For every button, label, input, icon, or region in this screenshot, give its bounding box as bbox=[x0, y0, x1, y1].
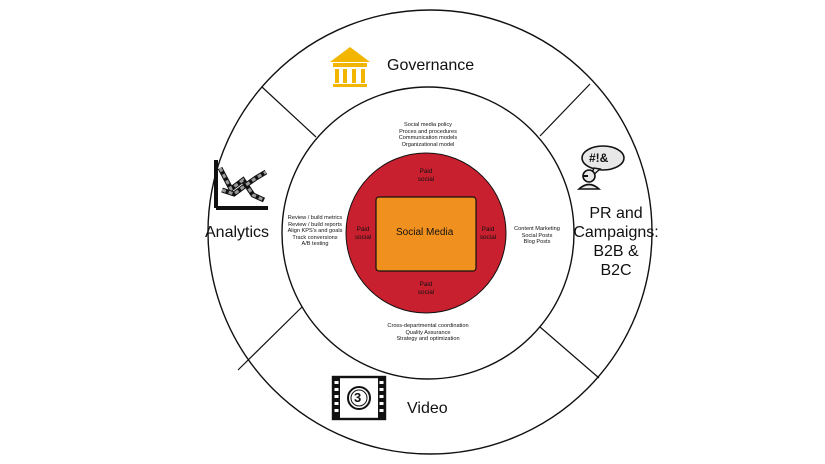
inner-note-top: Social media policy Proces and procedure… bbox=[376, 122, 480, 148]
paid-line: social bbox=[354, 233, 372, 241]
note-line: Review / build metrics bbox=[287, 215, 343, 221]
segment-pr-line: PR and bbox=[589, 205, 643, 222]
note-line: Strategy and optimization bbox=[396, 336, 460, 343]
speech-bubble-person-icon bbox=[576, 145, 625, 190]
note-line: Organizational model bbox=[401, 141, 455, 148]
separator-top-left bbox=[261, 86, 317, 138]
paid-social-right: Paid social bbox=[476, 226, 500, 241]
segment-pr-line: B2C bbox=[600, 262, 632, 279]
inner-note-bottom: Cross-departmental coordination Quality … bbox=[368, 323, 488, 343]
video-countdown-number: 3 bbox=[354, 390, 362, 405]
note-line: Proces and procedures bbox=[399, 128, 457, 135]
segment-governance-label: Governance bbox=[387, 57, 475, 74]
separator-bottom-right bbox=[539, 326, 600, 379]
note-line: Communication models bbox=[398, 135, 458, 142]
segment-pr-line: B2B & bbox=[593, 243, 639, 260]
center-label: Social Media bbox=[396, 227, 454, 238]
note-line: Track conversions bbox=[292, 234, 338, 241]
paid-line: Paid bbox=[419, 281, 433, 288]
line-chart-icon bbox=[214, 160, 268, 210]
paid-line: Paid bbox=[356, 226, 370, 233]
paid-social-bottom: Paid social bbox=[410, 281, 442, 296]
inner-note-right: Content Marketing Social Posts Blog Post… bbox=[507, 226, 567, 246]
segment-pr-label: PR and Campaigns: B2B & B2C bbox=[571, 204, 661, 280]
paid-line: Paid bbox=[419, 168, 433, 175]
note-line: Align KPS's and goals bbox=[287, 228, 343, 235]
note-line: Cross-departmental coordination bbox=[387, 323, 469, 329]
note-line: Review / build reports bbox=[288, 221, 342, 228]
note-line: Social media policy bbox=[404, 122, 452, 128]
building-columns-icon bbox=[330, 47, 370, 87]
paid-line: social bbox=[417, 288, 435, 296]
inner-note-left: Review / build metrics Review / build re… bbox=[282, 215, 348, 248]
segment-analytics-label: Analytics bbox=[205, 224, 270, 241]
note-line: Content Marketing bbox=[514, 226, 560, 232]
note-line: A/B testing bbox=[301, 241, 329, 248]
paid-social-left: Paid social bbox=[351, 226, 375, 241]
paid-social-top: Paid social bbox=[410, 168, 442, 183]
note-line: Blog Posts bbox=[523, 239, 551, 246]
separator-bottom-left bbox=[237, 304, 305, 371]
social-media-box bbox=[375, 196, 477, 272]
film-countdown-icon bbox=[331, 375, 387, 421]
separator-top-right bbox=[539, 83, 591, 137]
note-line: Social Posts bbox=[521, 232, 553, 239]
note-line: Quality Assurance bbox=[405, 329, 451, 336]
paid-line: social bbox=[417, 175, 435, 183]
paid-line: social bbox=[479, 233, 497, 241]
segment-pr-line: Campaigns: bbox=[573, 224, 659, 241]
paid-line: Paid bbox=[481, 226, 495, 233]
segment-video-label: Video bbox=[407, 400, 448, 417]
pr-bubble-text: #!& bbox=[589, 151, 609, 165]
